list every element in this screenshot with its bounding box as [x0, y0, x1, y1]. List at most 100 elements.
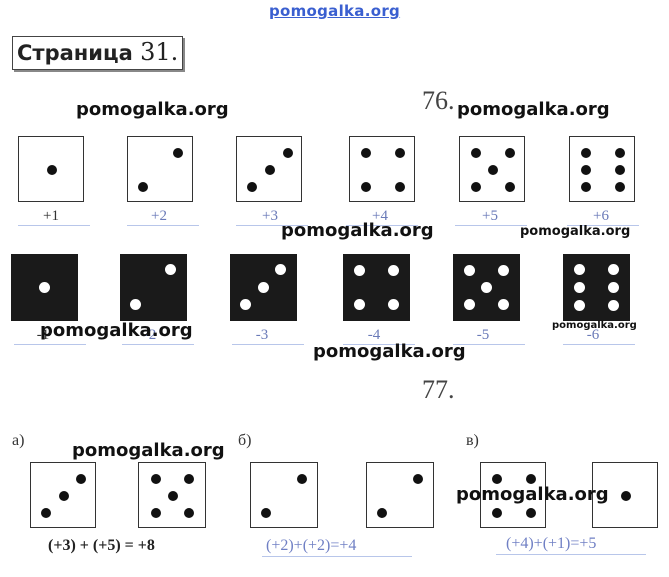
answer-underline [122, 344, 194, 345]
pip [151, 508, 161, 518]
pip [76, 474, 86, 484]
pip [574, 300, 585, 311]
pip [395, 182, 405, 192]
pip [297, 474, 307, 484]
pip [615, 182, 625, 192]
white-die-label-3: +3 [262, 208, 278, 224]
exercise-77-number: 77. [422, 375, 455, 404]
pip [130, 299, 141, 310]
pip [464, 299, 475, 310]
die-a2-five [138, 462, 206, 528]
white-die-label-1: +1 [43, 208, 59, 224]
page-number: 31. [140, 38, 179, 66]
white-die-label-6: +6 [593, 208, 609, 224]
answer-underline [232, 344, 304, 345]
pip [59, 491, 69, 501]
pip [581, 148, 591, 158]
pip [388, 265, 399, 276]
black-die-label-1: -1 [36, 327, 50, 343]
black-die-2 [120, 254, 187, 321]
black-die-label-5: -5 [476, 327, 490, 343]
pip [581, 182, 591, 192]
pip [464, 265, 475, 276]
watermark-text: pomogalka.org [457, 99, 610, 120]
answer-underline [346, 225, 418, 226]
pip [608, 264, 619, 275]
black-die-6 [563, 254, 630, 321]
subtask-b-letter: б) [238, 432, 252, 449]
watermark-text: pomogalka.org [456, 484, 609, 505]
pip [354, 299, 365, 310]
black-die-label-6: -6 [586, 327, 600, 343]
black-die-3 [230, 254, 297, 321]
answer-underline [14, 344, 86, 345]
die-b2-two [366, 462, 434, 528]
pip [615, 165, 625, 175]
answer-underline [18, 225, 90, 226]
white-die-4 [349, 136, 415, 202]
pip [498, 299, 509, 310]
pip [354, 265, 365, 276]
pip [388, 299, 399, 310]
pip [505, 148, 515, 158]
white-die-label-2: +2 [151, 208, 167, 224]
black-die-label-2: -2 [143, 327, 157, 343]
pip [395, 148, 405, 158]
black-die-label-4: -4 [367, 327, 381, 343]
subtask-c-letter: в) [466, 432, 479, 449]
pip [471, 182, 481, 192]
pip [261, 508, 271, 518]
page-title-label: Страница [17, 41, 133, 65]
die-a1-three [30, 462, 96, 528]
pip [492, 474, 502, 484]
pip [173, 148, 183, 158]
pip [608, 282, 619, 293]
black-die-5 [453, 254, 520, 321]
answer-underline [343, 344, 415, 345]
white-die-1 [18, 136, 84, 202]
watermark-text: pomogalka.org [40, 320, 193, 341]
pip [265, 165, 275, 175]
white-die-2 [127, 136, 193, 202]
equation-b: (+2)+(+2)=+4 [266, 537, 357, 554]
pip [275, 264, 286, 275]
pip [240, 299, 251, 310]
die-c1-four [480, 462, 546, 528]
answer-underline [127, 225, 199, 226]
pip [413, 474, 423, 484]
equation-c: (+4)+(+1)=+5 [506, 535, 597, 552]
site-header-link[interactable]: pomogalka.org [268, 2, 401, 20]
exercise-76-number: 76. [422, 86, 455, 115]
pip [505, 182, 515, 192]
pip [574, 282, 585, 293]
pip [361, 148, 371, 158]
watermark-text: pomogalka.org [281, 220, 434, 241]
answer-underline [563, 344, 635, 345]
pip [377, 508, 387, 518]
pip [574, 264, 585, 275]
pip [138, 182, 148, 192]
watermark-text: pomogalka.org [72, 440, 225, 461]
pip [184, 508, 194, 518]
equation-a: (+3) + (+5) = +8 [48, 537, 155, 554]
page-title: Страница 31. [12, 36, 184, 70]
pip [47, 165, 57, 175]
answer-underline [496, 554, 646, 555]
die-c2-one [592, 462, 658, 528]
pip [165, 264, 176, 275]
pip [498, 265, 509, 276]
pip [247, 182, 257, 192]
white-die-6 [569, 136, 635, 202]
black-die-1 [11, 254, 78, 321]
pip [283, 148, 293, 158]
pip [615, 148, 625, 158]
pip [41, 508, 51, 518]
watermark-text: pomogalka.org [552, 320, 637, 331]
pip [526, 474, 536, 484]
answer-underline [262, 556, 412, 557]
pip [151, 474, 161, 484]
black-die-label-3: -3 [255, 327, 269, 343]
watermark-text: pomogalka.org [520, 224, 631, 239]
pip [361, 182, 371, 192]
pip [168, 491, 178, 501]
